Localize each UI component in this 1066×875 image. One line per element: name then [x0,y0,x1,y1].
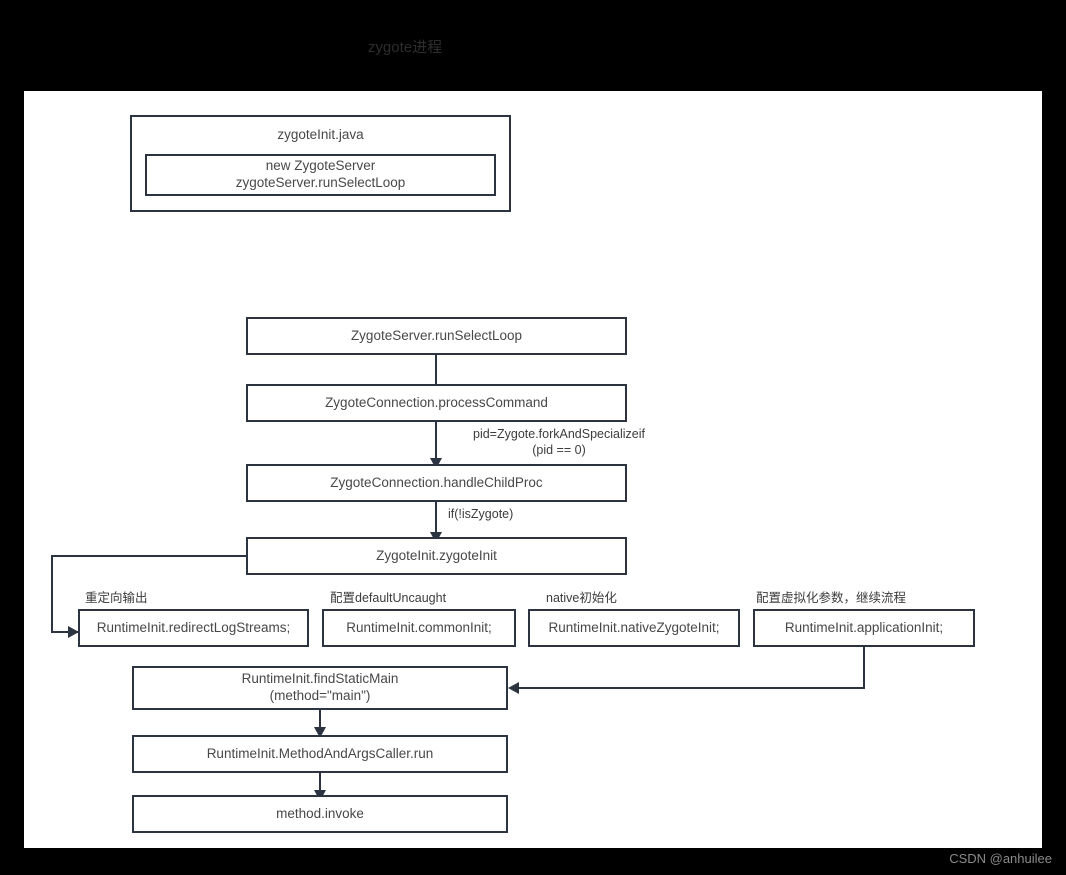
node-zygote-init-java-label: zygoteInit.java [277,127,364,142]
column-label-application: 配置虚拟化参数，继续流程 [756,591,907,605]
edge-process-command-to-handle-child [435,422,437,483]
node-application-init[interactable]: RuntimeInit.applicationInit; [753,609,975,647]
node-handle-child-proc[interactable]: ZygoteConnection.handleChildProc [246,464,627,502]
node-method-invoke[interactable]: method.invoke [132,795,508,833]
column-label-native: native初始化 [546,591,617,605]
edge-handle-child-to-zygote-init [435,502,437,557]
edge-arrow-caller-run [314,727,326,738]
edge-find-static-main-to-caller-run [319,710,321,738]
node-common-init[interactable]: RuntimeInit.commonInit; [322,609,516,647]
edge-application-init-to-find-static-main [519,687,865,689]
edge-arrow-handle-child-proc [430,458,442,469]
node-new-zygote-server[interactable]: new ZygoteServer zygoteServer.runSelectL… [145,154,496,196]
node-redirect-log-streams[interactable]: RuntimeInit.redirectLogStreams; [78,609,309,647]
column-label-common: 配置defaultUncaught [330,591,447,605]
edge-zygote-init-down-segment [51,555,53,632]
edge-zygote-init-left-segment [51,555,247,557]
edge-arrow-find-static-main [508,682,519,694]
edge-label-if-not-zygote: if(!isZygote) [448,507,514,521]
node-process-command[interactable]: ZygoteConnection.processCommand [246,384,627,422]
node-run-select-loop[interactable]: ZygoteServer.runSelectLoop [246,317,627,355]
watermark: CSDN @anhuilee [949,851,1052,866]
diagram-title: zygote进程 [367,39,443,56]
node-zygote-init[interactable]: ZygoteInit.zygoteInit [246,537,627,575]
column-label-redirect: 重定向输出 [85,591,148,605]
edge-application-init-down-segment [863,647,865,688]
edge-label-fork-and-specialize: pid=Zygote.forkAndSpecializeif (pid == 0… [473,427,645,458]
node-native-zygote-init[interactable]: RuntimeInit.nativeZygoteInit; [528,609,740,647]
edge-run-select-loop-to-process-command [435,355,437,396]
node-method-and-args-caller-run[interactable]: RuntimeInit.MethodAndArgsCaller.run [132,735,508,773]
edge-arrow-redirect-log-streams [68,626,79,638]
diagram-panel: zygoteInit.java new ZygoteServer zygoteS… [24,91,1042,848]
edge-caller-run-to-method-invoke [319,773,321,801]
edge-zygote-init-into-redirect [51,631,80,633]
node-find-static-main[interactable]: RuntimeInit.findStaticMain (method="main… [132,666,508,710]
